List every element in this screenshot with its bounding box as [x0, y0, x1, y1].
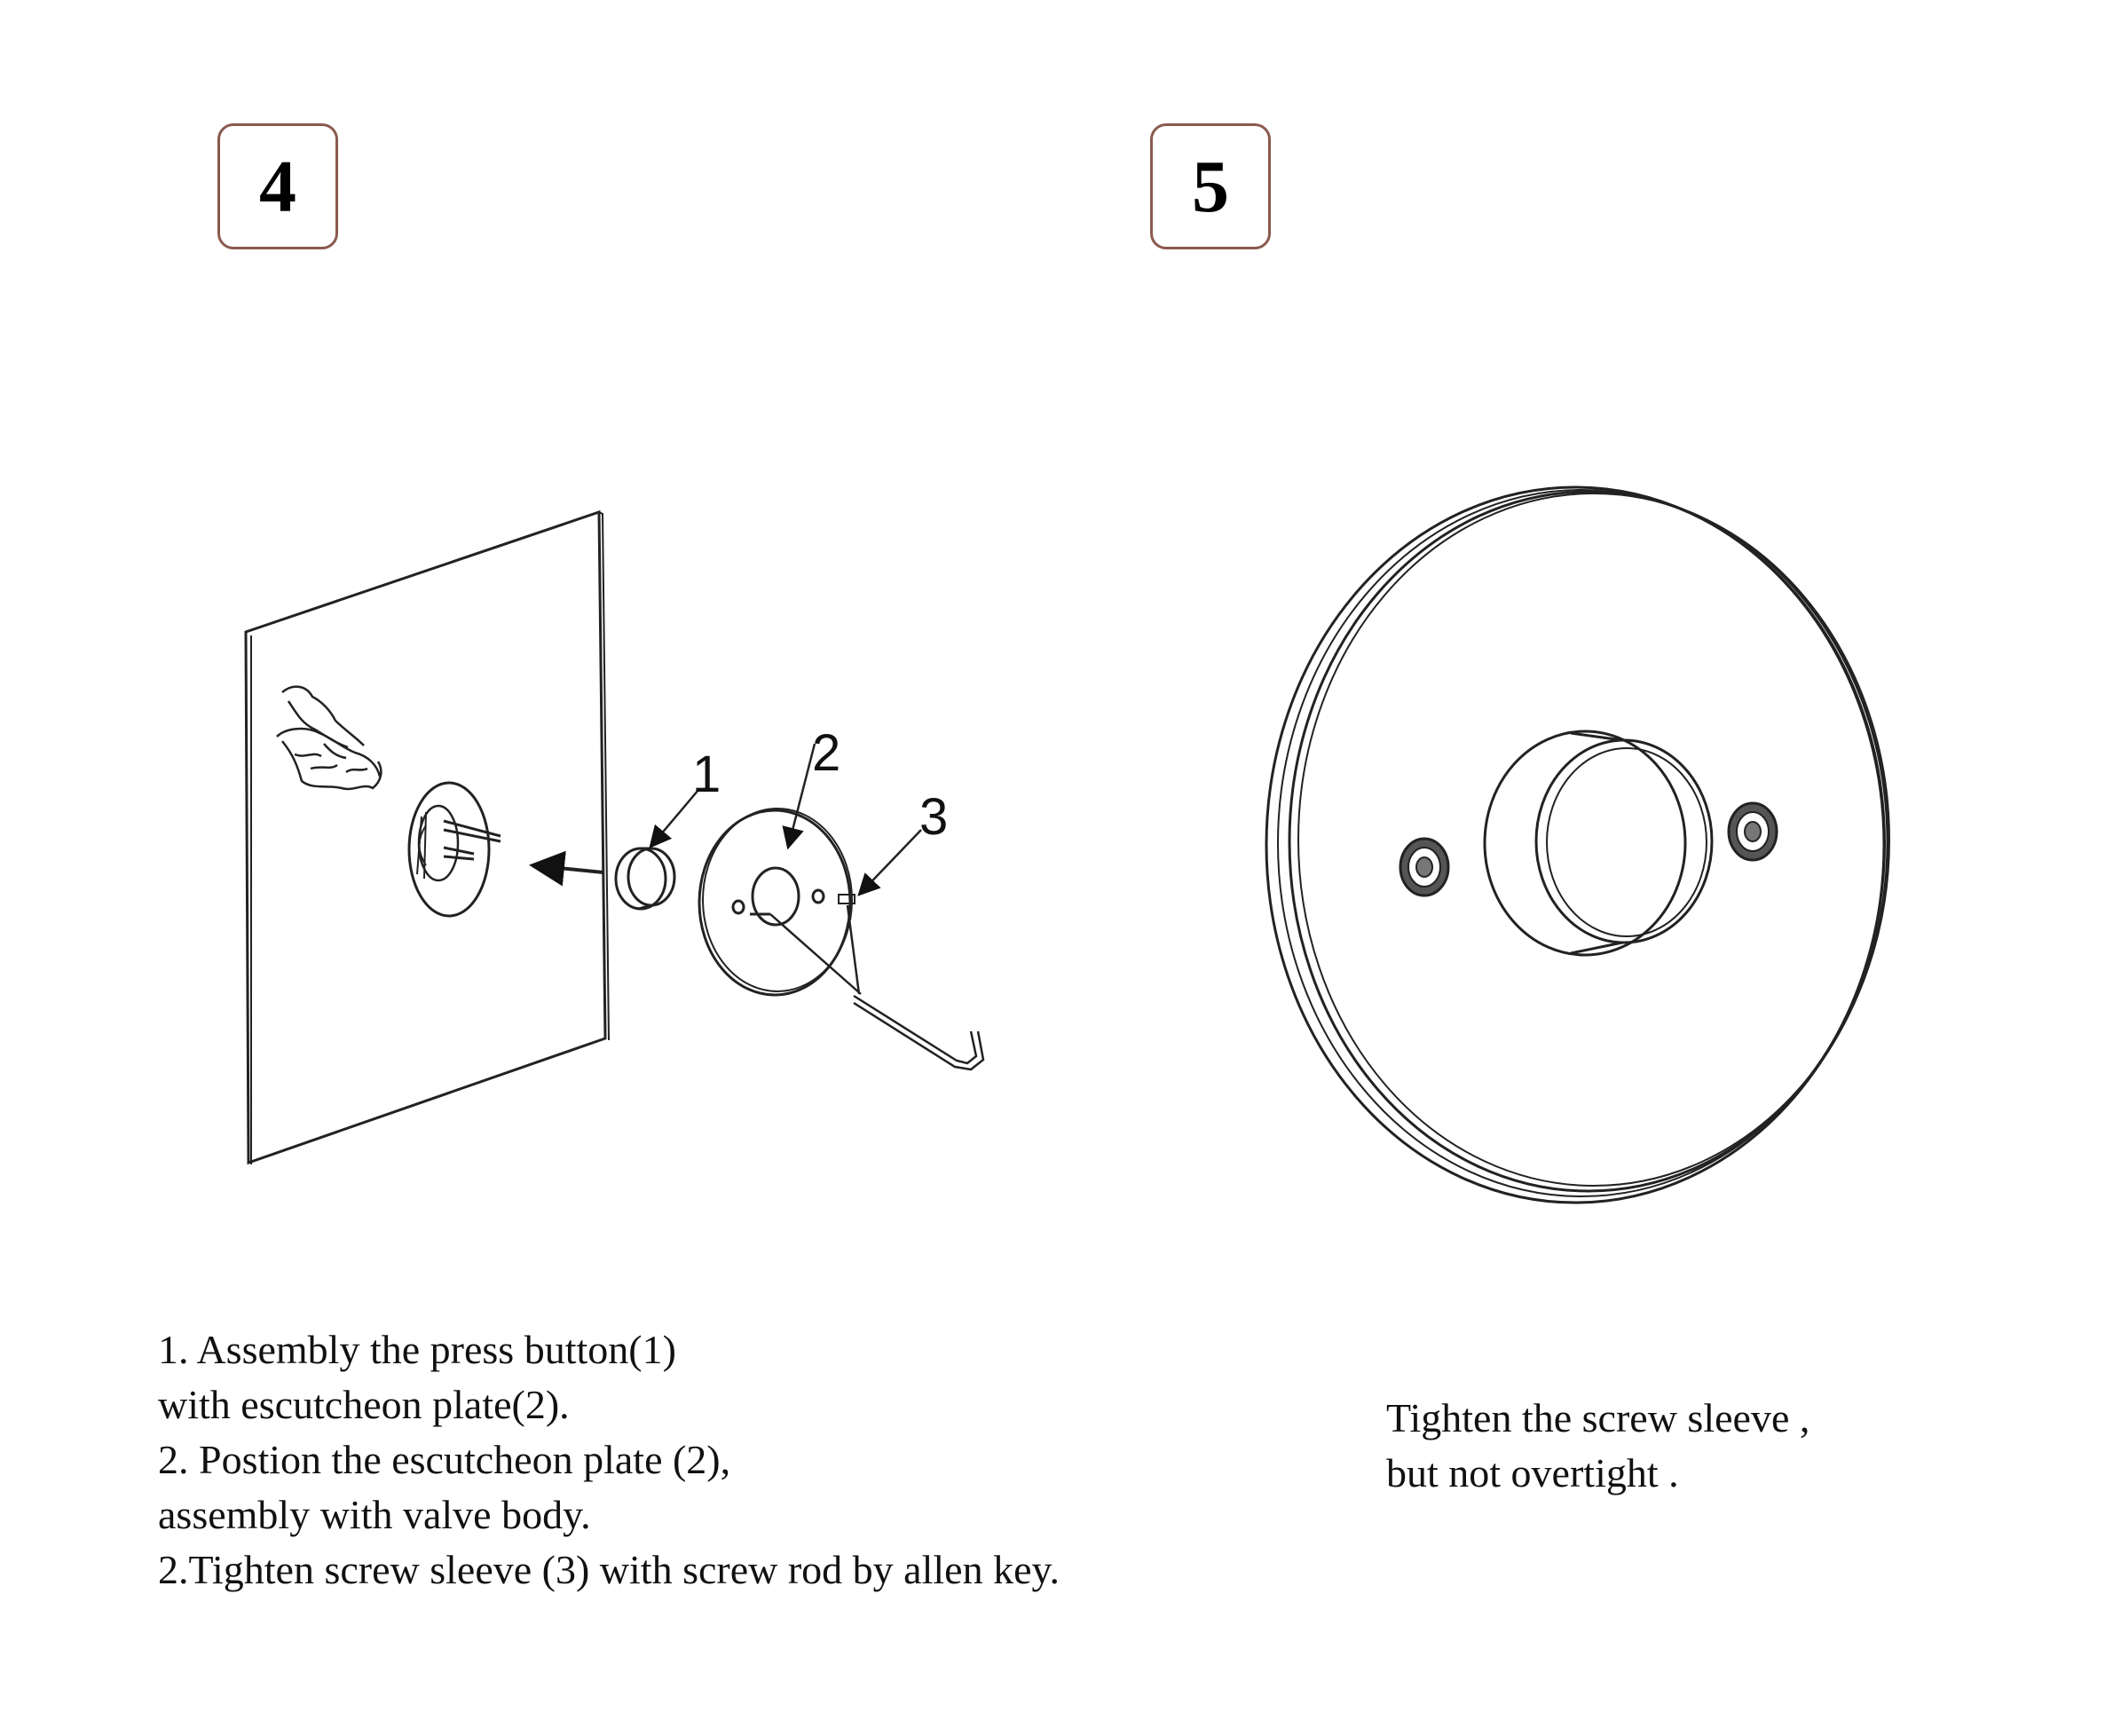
step-5-badge: 5 [1150, 123, 1271, 249]
allen-key [769, 904, 985, 1071]
instruction-line: 2. Postion the escutcheon plate (2), [158, 1437, 731, 1482]
valve-body [407, 781, 501, 918]
instruction-line: 2.Tighten screw sleeve (3) with screw ro… [158, 1547, 1060, 1592]
press-button [614, 847, 676, 911]
step-4-badge: 4 [217, 123, 338, 249]
instruction-line: Tighten the screw sleeve , [1386, 1395, 1810, 1440]
instruction-line: assembly with valve body. [158, 1492, 591, 1537]
step-4-instructions: 1. Assembly the press button(1) with esc… [158, 1322, 1060, 1598]
instruction-line: 1. Assembly the press button(1) [158, 1327, 676, 1372]
callout-2: 2 [812, 724, 840, 782]
press-button-installed [1483, 730, 1714, 957]
callout-3: 3 [919, 788, 948, 846]
callout-1: 1 [692, 746, 721, 803]
insert-direction-arrow [529, 850, 604, 887]
escutcheon-plate-installed [1265, 485, 1890, 1204]
screw-sleeve [838, 894, 855, 904]
instruction-line: with escutcheon plate(2). [158, 1382, 570, 1427]
hand-wiping-cloth-icon [276, 685, 382, 791]
step-4-illustration [244, 509, 985, 1165]
instruction-line: but not overtight . [1386, 1450, 1679, 1495]
step-5-illustration [1265, 485, 1890, 1204]
wall-panel [244, 509, 610, 1165]
screw-sleeve-left [1399, 837, 1450, 897]
screw-sleeve-right [1727, 801, 1778, 862]
step-5-instructions: Tighten the screw sleeve , but not overt… [1386, 1391, 1809, 1501]
